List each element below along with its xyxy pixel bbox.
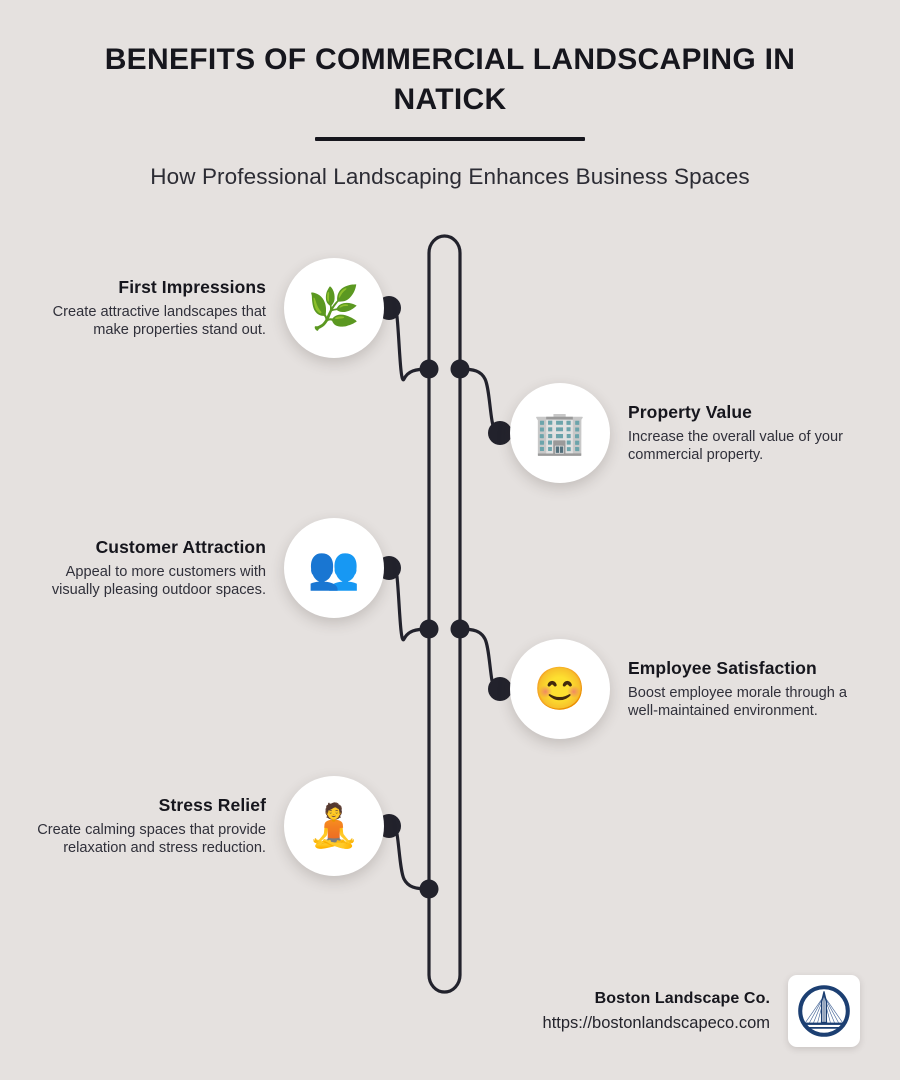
rail-node-1	[419, 359, 439, 379]
footer-text: Boston Landscape Co. https://bostonlands…	[543, 990, 770, 1033]
item-description: Boost employee morale through a well-mai…	[628, 685, 848, 719]
page-title: Benefits of Commercial Landscaping in Na…	[104, 43, 796, 116]
item-employee-satisfaction: 😊 Employee Satisfaction Boost employee m…	[510, 639, 868, 739]
item-text-block: Property Value Increase the overall valu…	[628, 402, 858, 463]
item-title: Customer Attraction	[95, 537, 266, 558]
item-text-block: First Impressions Create attractive land…	[36, 277, 266, 338]
icon-bubble-employee-satisfaction: 😊	[510, 639, 610, 739]
item-text-block: Stress Relief Create calming spaces that…	[36, 795, 266, 856]
item-property-value: 🏢 Property Value Increase the overall va…	[510, 383, 858, 483]
rail-node-2	[450, 359, 470, 379]
office-building-icon: 🏢	[533, 409, 587, 456]
item-title: First Impressions	[118, 277, 266, 298]
item-description: Appeal to more customers with visually p…	[51, 564, 266, 598]
branch-employee-satisfaction	[458, 627, 514, 695]
bubble-dot-employee-satisfaction	[488, 677, 512, 701]
item-stress-relief: Stress Relief Create calming spaces that…	[36, 776, 384, 876]
item-description: Create calming spaces that provide relax…	[37, 822, 266, 856]
rail-node-4	[450, 619, 470, 639]
icon-bubble-customer-attraction: 👥	[284, 518, 384, 618]
icon-bubble-first-impressions: 🌿	[284, 258, 384, 358]
item-title: Stress Relief	[158, 795, 266, 816]
bridge-circle-logo	[798, 985, 850, 1037]
footer: Boston Landscape Co. https://bostonlands…	[440, 975, 860, 1047]
brand-url[interactable]: https://bostonlandscapeco.com	[542, 1013, 770, 1032]
title-divider	[315, 137, 585, 142]
item-title: Employee Satisfaction	[628, 658, 817, 679]
branch-property-value	[458, 367, 514, 436]
rail-node-5	[419, 879, 439, 899]
spine-path	[427, 234, 462, 994]
icon-bubble-stress-relief: 🧘	[284, 776, 384, 876]
person-in-lotus-position-icon: 🧘	[307, 802, 361, 849]
item-title: Property Value	[628, 402, 752, 423]
rail-node-3	[419, 619, 439, 639]
item-text-block: Customer Attraction Appeal to more custo…	[36, 537, 266, 598]
smiling-face-icon: 😊	[533, 665, 587, 712]
item-customer-attraction: Customer Attraction Appeal to more custo…	[36, 518, 384, 618]
item-text-block: Employee Satisfaction Boost employee mor…	[628, 658, 868, 719]
item-first-impressions: First Impressions Create attractive land…	[36, 258, 384, 358]
busts-in-silhouette-icon: 👥	[307, 544, 361, 591]
brand-name: Boston Landscape Co.	[594, 989, 770, 1007]
icon-bubble-property-value: 🏢	[510, 383, 610, 483]
item-description: Increase the overall value of your comme…	[628, 429, 843, 463]
herb-icon: 🌿	[307, 284, 361, 331]
page-subtitle: How Professional Landscaping Enhances Bu…	[150, 164, 750, 190]
logo-box	[788, 975, 860, 1047]
header: Benefits of Commercial Landscaping in Na…	[0, 40, 900, 190]
bubble-dot-property-value	[488, 421, 512, 445]
item-description: Create attractive landscapes that make p…	[52, 304, 266, 338]
